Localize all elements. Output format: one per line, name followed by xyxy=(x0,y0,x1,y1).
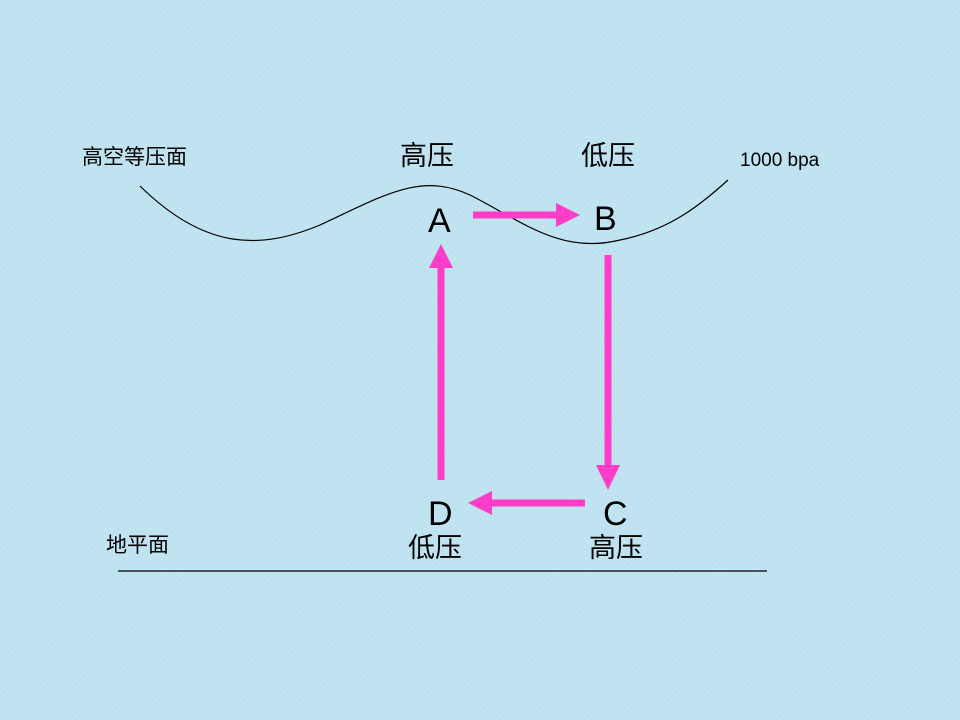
bottom-left-pressure-label: 低压 xyxy=(408,533,462,564)
isobaric-surface-curve xyxy=(139,179,729,245)
top-right-pressure-label: 低压 xyxy=(581,141,635,172)
arrow-a-to-b xyxy=(473,203,580,227)
point-c-label: C xyxy=(603,495,628,533)
upper-surface-label: 高空等压面 xyxy=(82,145,187,169)
bottom-right-pressure-label: 高压 xyxy=(589,533,643,564)
point-a-label: A xyxy=(428,202,451,240)
arrow-b-to-c xyxy=(596,255,620,490)
ground-label: 地平面 xyxy=(106,533,169,557)
point-b-label: B xyxy=(594,200,617,238)
arrow-c-to-d xyxy=(468,491,585,515)
unit-label: 1000 bpa xyxy=(740,150,820,171)
top-left-pressure-label: 高压 xyxy=(400,141,454,172)
arrow-d-to-a xyxy=(429,244,453,480)
point-d-label: D xyxy=(428,495,453,533)
